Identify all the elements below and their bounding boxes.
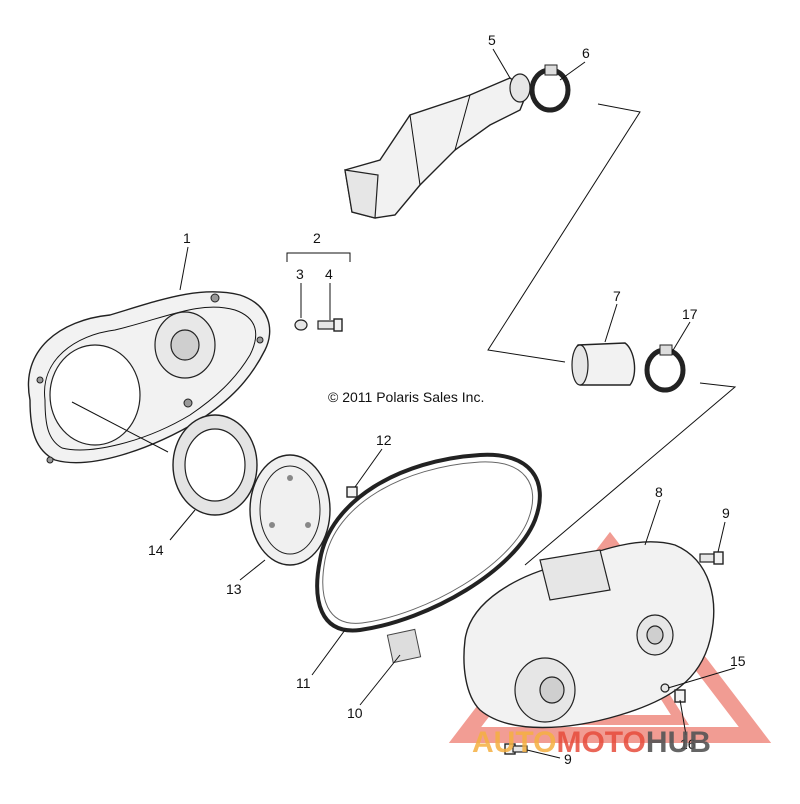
part-11-drive-belt xyxy=(315,452,542,633)
part-9-bolt-lower xyxy=(504,743,528,755)
watermark-auto: AUTO xyxy=(472,726,556,759)
callout-2: 2 xyxy=(313,230,321,246)
callout-9-upper: 9 xyxy=(722,505,730,521)
part-13-plate xyxy=(249,454,331,566)
leader-lines xyxy=(71,48,737,759)
callout-4: 4 xyxy=(325,266,333,282)
callout-12: 12 xyxy=(376,432,392,448)
part-15-washer xyxy=(660,683,670,693)
callout-15: 15 xyxy=(730,653,746,669)
part-9-bolt-upper xyxy=(699,551,724,565)
callout-11: 11 xyxy=(296,675,311,691)
callout-7: 7 xyxy=(613,288,621,304)
callout-5: 5 xyxy=(488,32,496,48)
callout-17: 17 xyxy=(682,306,698,322)
callout-1: 1 xyxy=(183,230,191,246)
callout-9-lower: 9 xyxy=(564,751,572,767)
part-1-outer-cover xyxy=(27,291,271,464)
watermark-moto: MOTO xyxy=(556,726,645,759)
callout-14: 14 xyxy=(148,542,164,558)
callout-labels: 5 6 1 2 3 4 7 17 12 8 9 14 13 11 10 15 1… xyxy=(148,32,746,767)
part-4-screw xyxy=(317,318,343,332)
part-7-coupler xyxy=(571,342,636,386)
callout-16: 16 xyxy=(680,736,696,752)
part-12-bolt xyxy=(346,486,358,498)
part-3-washer xyxy=(294,319,308,331)
part-6-clamp xyxy=(529,64,571,113)
part-17-clamp xyxy=(644,344,686,393)
part-8-inner-housing xyxy=(463,541,715,729)
watermark-hub: HUB xyxy=(646,726,711,759)
part-5-intake-duct xyxy=(344,73,531,219)
callout-10: 10 xyxy=(347,705,363,721)
callout-8: 8 xyxy=(655,484,663,500)
part-14-seal xyxy=(172,414,258,516)
part-10-decal xyxy=(386,628,422,664)
callout-3: 3 xyxy=(296,266,304,282)
callout-13: 13 xyxy=(226,581,242,597)
watermark-text: AUTOMOTOHUB xyxy=(472,726,711,759)
callout-6: 6 xyxy=(582,45,590,61)
copyright-notice: © 2011 Polaris Sales Inc. xyxy=(328,389,484,405)
